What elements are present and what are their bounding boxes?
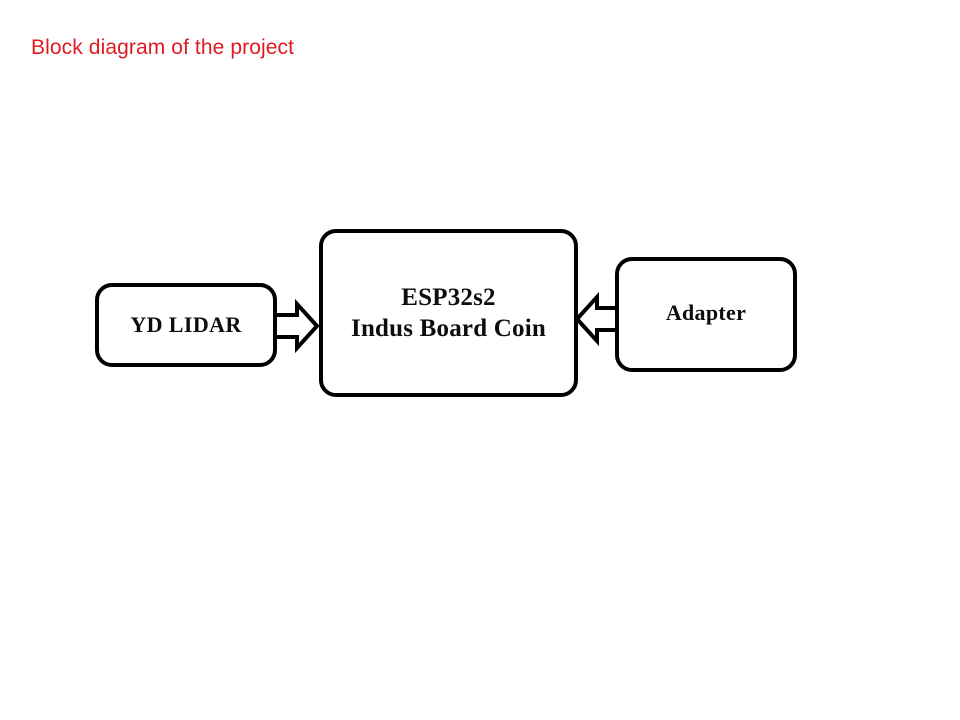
node-esp32s2-label-line2: Indus Board Coin: [351, 315, 546, 342]
page-title: Block diagram of the project: [31, 36, 295, 59]
node-esp32s2-label-line1: ESP32s2: [401, 284, 496, 311]
node-yd-lidar-label: YD LIDAR: [130, 312, 242, 338]
node-yd-lidar[interactable]: YD LIDAR: [95, 283, 277, 367]
node-esp32s2-label: ESP32s2 Indus Board Coin: [351, 283, 546, 343]
node-adapter-label: Adapter: [665, 300, 747, 325]
arrow-lidar-to-esp32-icon: [273, 298, 320, 354]
node-esp32s2-indus-board-coin[interactable]: ESP32s2 Indus Board Coin: [319, 229, 578, 397]
node-adapter[interactable]: Adapter: [615, 257, 797, 372]
